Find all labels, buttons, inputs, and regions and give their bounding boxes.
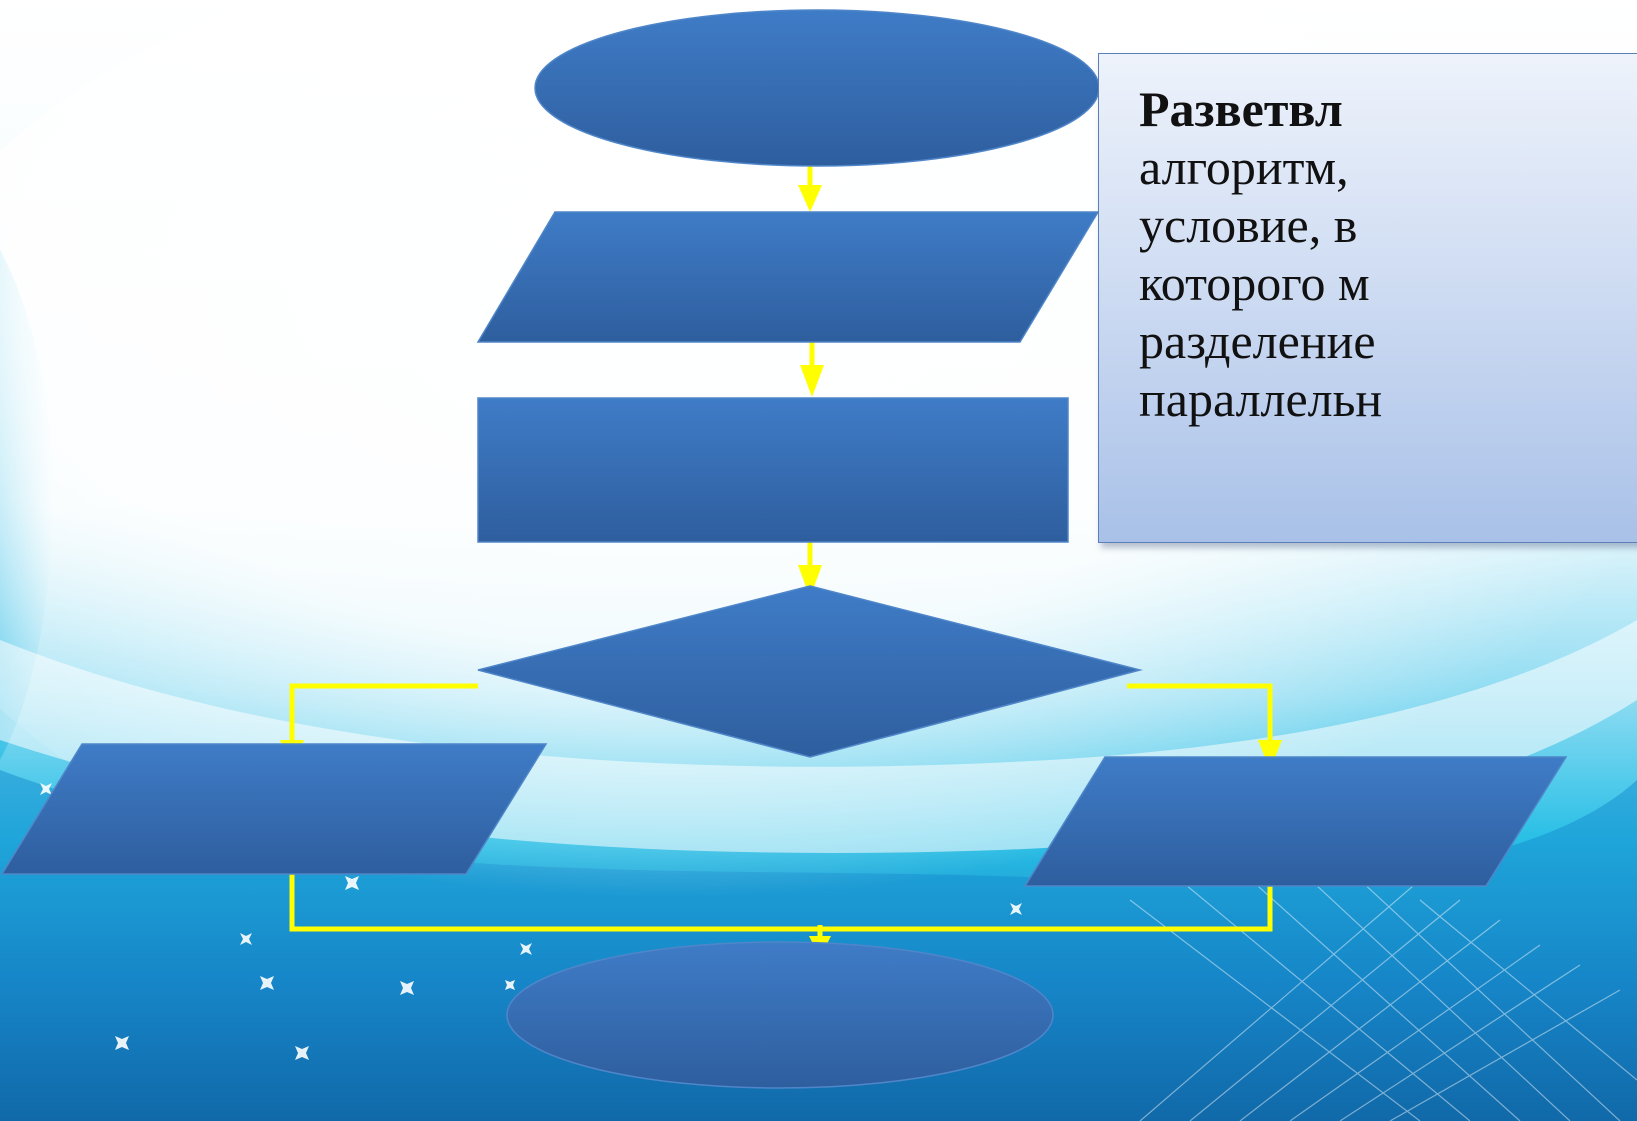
output-left-parallelogram (0, 743, 548, 875)
definition-line-3: которого м (1139, 255, 1370, 311)
definition-box: Разветвл алгоритм, условие, в которого м… (1098, 53, 1637, 543)
background-sparkles (40, 783, 1022, 1060)
connector-decision-left (289, 683, 478, 745)
process-rectangle (477, 397, 1069, 543)
input-parallelogram (476, 211, 1100, 343)
definition-text: Разветвл алгоритм, условие, в которого м… (1139, 80, 1637, 428)
connector-merge-left (289, 872, 820, 932)
arrowhead-decision (798, 565, 822, 598)
connector-merge-right (820, 886, 1273, 932)
definition-line-2: условие, в (1139, 197, 1358, 253)
definition-term: Разветвл (1139, 81, 1343, 137)
definition-line-1: алгоритм, (1139, 139, 1349, 195)
output-right-parallelogram (1023, 756, 1568, 887)
definition-line-4: разделение (1139, 313, 1376, 369)
arrowhead-process (800, 365, 824, 397)
background-wire-grid (1129, 869, 1637, 1121)
decision-diamond (477, 585, 1143, 758)
flowchart-shapes (0, 9, 1568, 1089)
definition-line-5: параллельн (1139, 371, 1383, 427)
end-terminator (506, 941, 1054, 1089)
connector-decision-right (1127, 683, 1273, 745)
arrowhead-right-output (1258, 740, 1282, 770)
arrowhead-input (798, 185, 822, 212)
start-terminator (534, 9, 1100, 167)
